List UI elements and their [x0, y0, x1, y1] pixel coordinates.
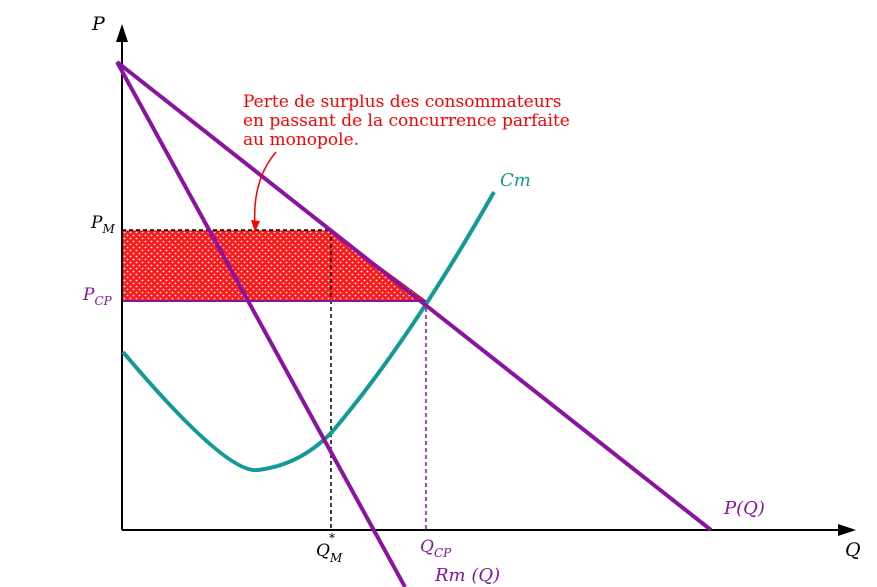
pcp-label: PCP — [82, 285, 113, 308]
demand-curve — [115, 60, 713, 532]
x-axis-label: Q — [845, 539, 861, 561]
marginal-revenue-label: Rm (Q) — [434, 565, 500, 586]
demand-label: P(Q) — [723, 498, 765, 519]
annotation-arrowhead — [251, 220, 260, 232]
qm-label: QM — [316, 541, 343, 565]
cm-label: Cm — [500, 170, 531, 191]
x-axis-arrow — [838, 524, 856, 536]
marginal-revenue-curve — [115, 61, 407, 587]
qm-superscript: * — [329, 531, 335, 545]
pm-label: PM — [90, 213, 115, 236]
y-axis-label: P — [91, 13, 106, 35]
y-axis-arrow — [116, 24, 128, 42]
qcp-label: QCP — [420, 537, 452, 560]
annotation-arrow — [253, 151, 277, 227]
consumer-surplus-loss-area — [121, 230, 428, 302]
annotation-line-2: en passant de la concurrence parfaite — [243, 111, 570, 131]
annotation-line-3: au monopole. — [243, 130, 359, 150]
annotation-line-1: Perte de surplus des consommateurs — [243, 92, 562, 112]
cm-curve — [121, 191, 496, 473]
